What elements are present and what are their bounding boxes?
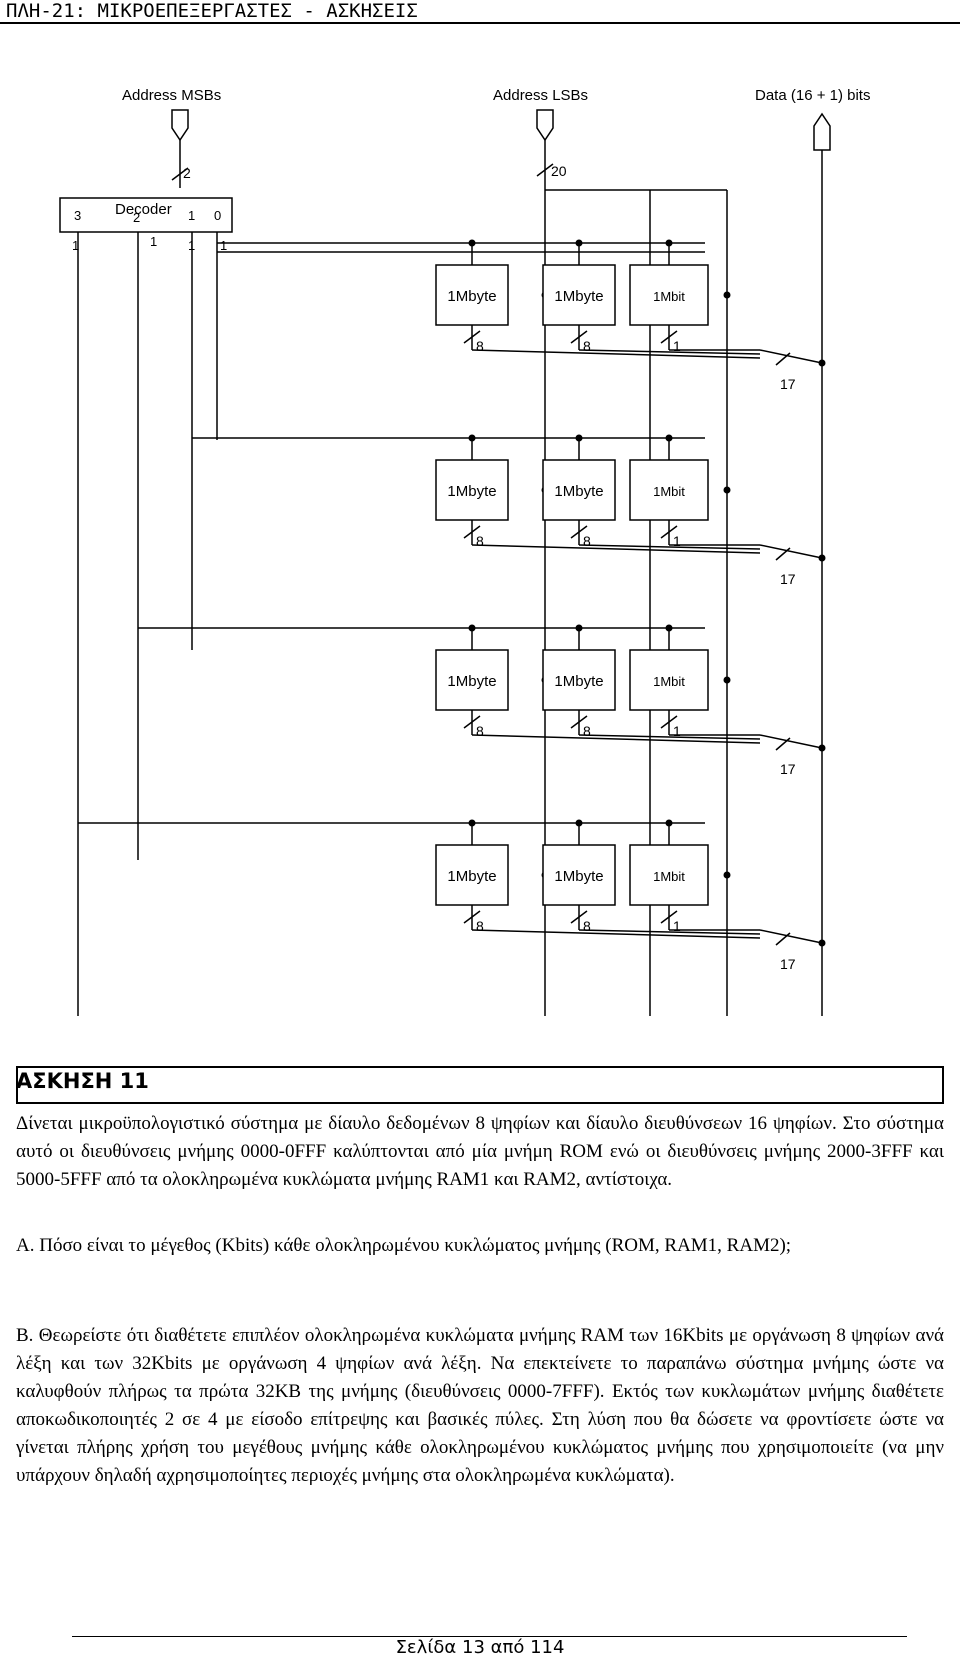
junction-dot bbox=[468, 434, 476, 442]
data-pin-icon bbox=[813, 112, 831, 151]
chip-data-width: 8 bbox=[476, 918, 484, 934]
memory-chip-label: 1Mbyte bbox=[447, 288, 496, 305]
input-label-address-lsbs: Address LSBs bbox=[493, 87, 588, 104]
memory-chip-row: 1Mbyte 8 1Mbyte 8 1Mbit 1 17 bbox=[138, 624, 826, 777]
decoder-output-label: 2 bbox=[133, 210, 140, 225]
chip-data-width: 1 bbox=[673, 338, 681, 354]
memory-chip-label: 1Mbit bbox=[653, 484, 685, 499]
chip-data-width: 1 bbox=[673, 918, 681, 934]
memory-chip-label: 1Mbit bbox=[653, 674, 685, 689]
junction-dot bbox=[575, 819, 583, 827]
data-bus-width: 17 bbox=[780, 571, 796, 587]
memory-chip-label: 1Mbyte bbox=[447, 673, 496, 690]
junction-dot bbox=[665, 239, 673, 247]
exercise-intro-text: Δίνεται μικροϋπολογιστικό σύστημα με δία… bbox=[16, 1113, 944, 1190]
memory-chip-label: 1Mbit bbox=[653, 869, 685, 884]
memory-chip-row: 1Mbyte 8 1Mbyte 8 1Mbit 1 17 bbox=[78, 819, 826, 972]
question-b-text: B. Θεωρείστε ότι διαθέτετε επιπλέον ολοκ… bbox=[16, 1325, 944, 1486]
address-msb-pin-icon bbox=[171, 109, 189, 142]
msb-bus-width: 2 bbox=[183, 165, 191, 181]
junction-dot bbox=[468, 239, 476, 247]
junction-dot bbox=[723, 291, 731, 299]
memory-chip-label: 1Mbyte bbox=[554, 868, 603, 885]
decoder-output-width: 1 bbox=[72, 238, 79, 253]
memory-chip-label: 1Mbyte bbox=[554, 483, 603, 500]
junction-dot bbox=[575, 624, 583, 632]
lsb-bus-width: 20 bbox=[551, 163, 567, 179]
memory-chip bbox=[542, 459, 616, 521]
junction-dot bbox=[818, 744, 826, 752]
memory-chip-label: 1Mbyte bbox=[447, 483, 496, 500]
decoder-output-label: 3 bbox=[74, 208, 81, 223]
chip-data-width: 8 bbox=[476, 533, 484, 549]
address-lsb-pin-icon bbox=[536, 109, 554, 142]
junction-dot bbox=[468, 819, 476, 827]
chip-data-width: 8 bbox=[476, 723, 484, 739]
memory-chip bbox=[435, 264, 509, 326]
junction-dot bbox=[723, 676, 731, 684]
chip-data-width: 8 bbox=[583, 338, 591, 354]
memory-chip bbox=[435, 459, 509, 521]
decoder-label: Decoder bbox=[115, 201, 172, 218]
question-a-text: A. Πόσο είναι το μέγεθος (Kbits) κάθε ολ… bbox=[16, 1235, 792, 1256]
page-number: Σελίδα 13 από 114 bbox=[395, 1637, 565, 1658]
data-bus-width: 17 bbox=[780, 376, 796, 392]
decoder-output-width: 1 bbox=[188, 238, 195, 253]
memory-chip bbox=[629, 264, 709, 326]
memory-chip bbox=[629, 459, 709, 521]
junction-dot bbox=[468, 624, 476, 632]
memory-chip bbox=[435, 844, 509, 906]
junction-dot bbox=[575, 239, 583, 247]
junction-dot bbox=[665, 819, 673, 827]
chip-data-width: 1 bbox=[673, 723, 681, 739]
memory-chip-label: 1Mbyte bbox=[447, 868, 496, 885]
junction-dot bbox=[665, 624, 673, 632]
input-label-data: Data (16 + 1) bits bbox=[755, 87, 870, 104]
junction-dot bbox=[575, 434, 583, 442]
junction-dot bbox=[665, 434, 673, 442]
decoder-output-label: 1 bbox=[188, 208, 195, 223]
chip-data-width: 1 bbox=[673, 533, 681, 549]
memory-circuit-diagram: Decoder 3 2 1 0 1 1 1 1 Address MSBs Add… bbox=[59, 87, 870, 1016]
junction-dot bbox=[818, 939, 826, 947]
footer-rule bbox=[72, 1636, 907, 1637]
memory-chip bbox=[542, 844, 616, 906]
memory-chip-row: 1Mbyte 8 1Mbyte 8 1Mbit 1 17 bbox=[217, 239, 826, 392]
input-label-address-msbs: Address MSBs bbox=[122, 87, 221, 104]
data-bus-width: 17 bbox=[780, 956, 796, 972]
decoder-output-width: 1 bbox=[150, 234, 157, 249]
memory-chip-row: 1Mbyte 8 1Mbyte 8 1Mbit 1 17 bbox=[192, 434, 826, 587]
junction-dot bbox=[818, 554, 826, 562]
memory-chip bbox=[542, 649, 616, 711]
exercise-title-box bbox=[16, 1066, 944, 1104]
memory-chip bbox=[542, 264, 616, 326]
decoder-output-label: 0 bbox=[214, 208, 221, 223]
chip-data-width: 8 bbox=[583, 918, 591, 934]
exercise-title: ΑΣΚΗΣΗ 11 bbox=[16, 1069, 149, 1093]
chip-data-width: 8 bbox=[583, 723, 591, 739]
memory-chip bbox=[435, 649, 509, 711]
decoder-output-width: 1 bbox=[220, 238, 227, 253]
memory-chip-label: 1Mbyte bbox=[554, 288, 603, 305]
junction-dot bbox=[818, 359, 826, 367]
chip-data-width: 8 bbox=[476, 338, 484, 354]
page-header-title: ΠΛΗ-21: ΜΙΚΡΟΕΠΕΞΕΡΓΑΣΤΕΣ - ΑΣΚΗΣΕΙΣ bbox=[6, 0, 418, 22]
chip-data-width: 8 bbox=[583, 533, 591, 549]
data-bus-width: 17 bbox=[780, 761, 796, 777]
memory-chip-label: 1Mbyte bbox=[554, 673, 603, 690]
header-rule bbox=[0, 22, 960, 24]
memory-chip-label: 1Mbit bbox=[653, 289, 685, 304]
junction-dot bbox=[723, 871, 731, 879]
junction-dot bbox=[723, 486, 731, 494]
